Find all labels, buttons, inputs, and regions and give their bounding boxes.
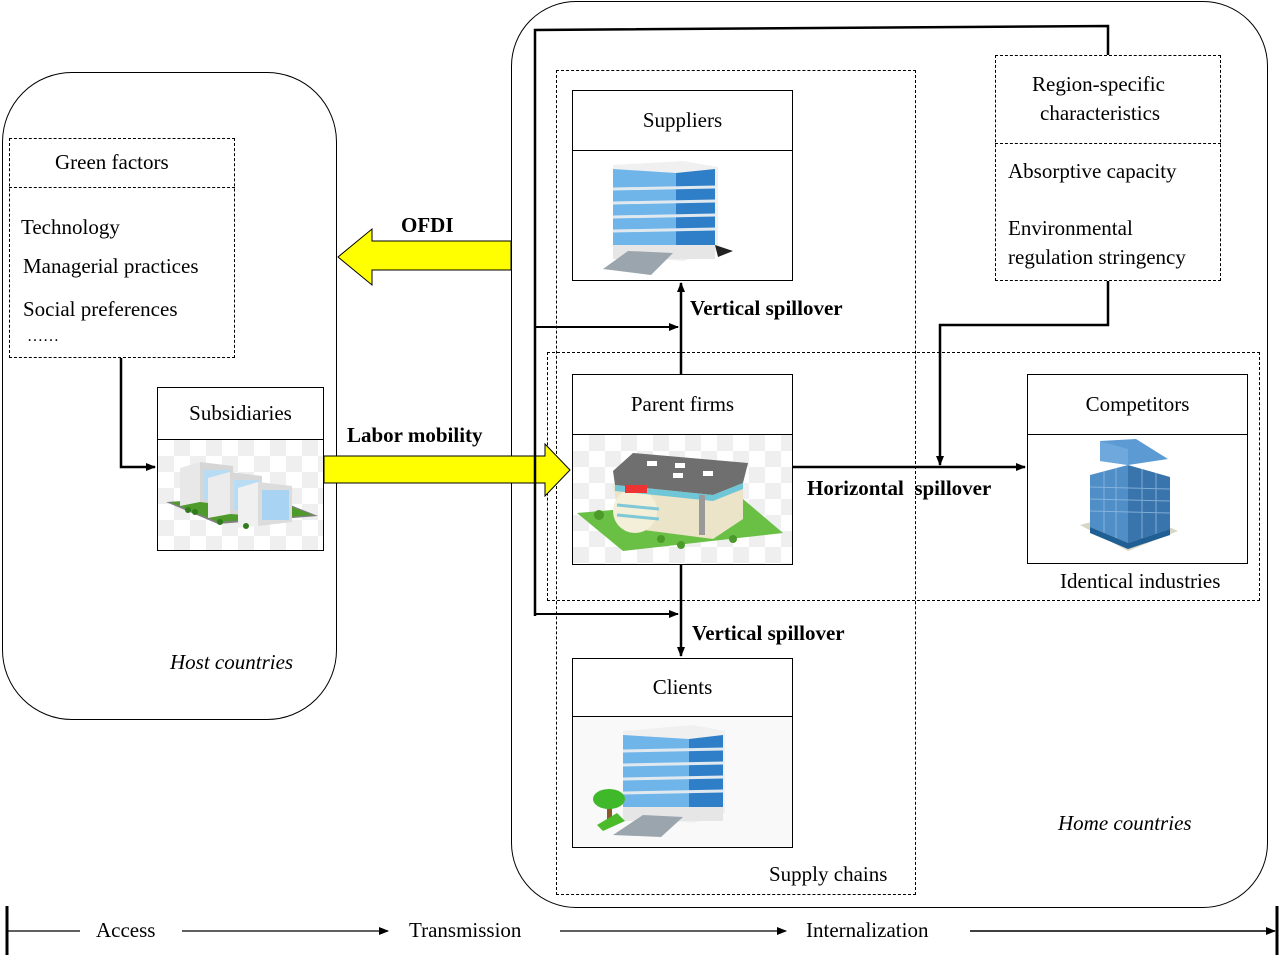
host-countries-region	[2, 72, 337, 720]
region-specific-item: Environmental	[1008, 216, 1133, 240]
vertical-spillover-down-label: Vertical spillover	[692, 621, 845, 645]
office-complex-icon	[158, 440, 323, 550]
parent-firms-label: Parent firms	[573, 375, 792, 435]
clients-label: Clients	[573, 659, 792, 717]
labor-mobility-label: Labor mobility	[347, 423, 483, 447]
timeline-stage-access: Access	[96, 918, 156, 942]
office-building-icon	[573, 151, 792, 280]
region-specific-title: characteristics	[1040, 101, 1161, 125]
supply-chains-label: Supply chains	[769, 862, 888, 886]
host-countries-label: Host countries	[170, 650, 294, 674]
green-factors-divider	[9, 187, 235, 188]
green-factors-box	[9, 138, 235, 358]
identical-industries-label: Identical industries	[1060, 569, 1221, 593]
competitors-node[interactable]: Competitors	[1027, 374, 1248, 564]
green-factor-item: Managerial practices	[23, 254, 199, 278]
competitors-label: Competitors	[1028, 375, 1247, 435]
timeline-stage-transmission: Transmission	[409, 918, 522, 942]
ofdi-label: OFDI	[401, 213, 454, 237]
subsidiaries-node[interactable]: Subsidiaries	[157, 387, 324, 551]
vertical-spillover-up-label: Vertical spillover	[690, 296, 843, 320]
clients-node[interactable]: Clients	[572, 658, 793, 848]
green-factor-item: Social preferences	[23, 297, 178, 321]
green-factor-item: Technology	[21, 215, 120, 239]
region-specific-divider	[995, 143, 1221, 144]
horizontal-spillover-label: Horizontal spillover	[807, 476, 992, 500]
green-factors-title: Green factors	[55, 150, 169, 174]
region-specific-title: Region-specific	[1032, 72, 1165, 96]
home-countries-label: Home countries	[1058, 811, 1192, 835]
glass-tower-icon	[1028, 435, 1247, 563]
shopping-mall-icon	[573, 435, 792, 564]
suppliers-node[interactable]: Suppliers	[572, 90, 793, 281]
region-specific-item: regulation stringency	[1008, 245, 1186, 269]
suppliers-label: Suppliers	[573, 91, 792, 151]
green-factor-ellipsis: ……	[27, 328, 59, 345]
region-specific-item: Absorptive capacity	[1008, 159, 1177, 183]
timeline-stage-internalization: Internalization	[806, 918, 929, 942]
office-building-tree-icon	[573, 717, 792, 847]
subsidiaries-label: Subsidiaries	[158, 388, 323, 440]
parent-firms-node[interactable]: Parent firms	[572, 374, 793, 565]
